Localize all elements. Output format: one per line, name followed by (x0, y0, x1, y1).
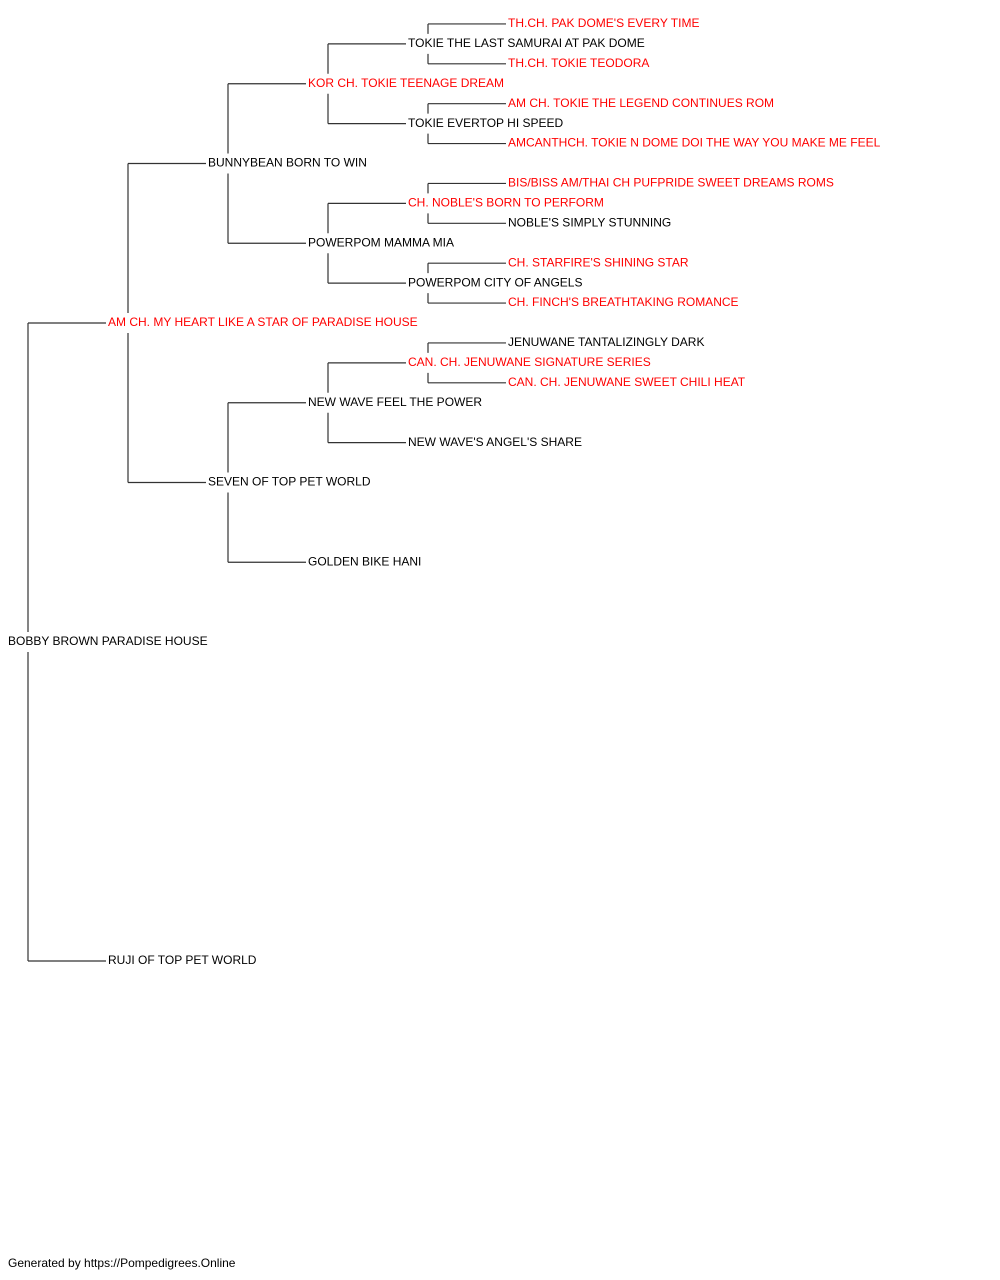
dog-name-new-wave-feel-the-power: NEW WAVE FEEL THE POWER (308, 395, 482, 409)
dog-name-bobby-brown-paradise-house: BOBBY BROWN PARADISE HOUSE (8, 634, 208, 648)
dog-name-ch-finch-s-breathtaking-romance: CH. FINCH'S BREATHTAKING ROMANCE (508, 295, 739, 309)
dog-name-seven-of-top-pet-world: SEVEN OF TOP PET WORLD (208, 475, 371, 489)
dog-name-powerpom-mamma-mia: POWERPOM MAMMA MIA (308, 235, 454, 249)
dog-name-amcanthch-tokie-n-dome-doi-the-way-you-make-me-feel: AMCANTHCH. TOKIE N DOME DOI THE WAY YOU … (508, 136, 881, 150)
dog-name-golden-bike-hani: GOLDEN BIKE HANI (308, 554, 421, 568)
footer-credit: Generated by https://Pompedigrees.Online (8, 1256, 236, 1270)
dog-name-noble-s-simply-stunning: NOBLE'S SIMPLY STUNNING (508, 215, 671, 229)
dog-name-tokie-the-last-samurai-at-pak-dome: TOKIE THE LAST SAMURAI AT PAK DOME (408, 36, 645, 50)
dog-name-ch-noble-s-born-to-perform: CH. NOBLE'S BORN TO PERFORM (408, 196, 604, 210)
dog-name-powerpom-city-of-angels: POWERPOM CITY OF ANGELS (408, 275, 582, 289)
dog-name-ruji-of-top-pet-world: RUJI OF TOP PET WORLD (108, 953, 257, 967)
dog-name-th-ch-tokie-teodora: TH.CH. TOKIE TEODORA (508, 56, 649, 70)
dog-name-am-ch-tokie-the-legend-continues-rom: AM CH. TOKIE THE LEGEND CONTINUES ROM (508, 96, 774, 110)
dog-name-th-ch-pak-dome-s-every-time: TH.CH. PAK DOME'S EVERY TIME (508, 16, 699, 30)
dog-name-new-wave-s-angel-s-share: NEW WAVE'S ANGEL'S SHARE (408, 435, 582, 449)
dog-name-bunnybean-born-to-win: BUNNYBEAN BORN TO WIN (208, 156, 367, 170)
dog-name-can-ch-jenuwane-signature-series: CAN. CH. JENUWANE SIGNATURE SERIES (408, 355, 651, 369)
dog-name-bis-biss-am-thai-ch-pufpride-sweet-dreams-roms: BIS/BISS AM/THAI CH PUFPRIDE SWEET DREAM… (508, 176, 834, 190)
dog-name-jenuwane-tantalizingly-dark: JENUWANE TANTALIZINGLY DARK (508, 335, 704, 349)
dog-name-can-ch-jenuwane-sweet-chili-heat: CAN. CH. JENUWANE SWEET CHILI HEAT (508, 375, 746, 389)
dog-name-tokie-evertop-hi-speed: TOKIE EVERTOP HI SPEED (408, 116, 564, 130)
dog-name-kor-ch-tokie-teenage-dream: KOR CH. TOKIE TEENAGE DREAM (308, 76, 504, 90)
dog-name-am-ch-my-heart-like-a-star-of-paradise-house: AM CH. MY HEART LIKE A STAR OF PARADISE … (108, 315, 418, 329)
dog-name-ch-starfire-s-shining-star: CH. STARFIRE'S SHINING STAR (508, 255, 689, 269)
